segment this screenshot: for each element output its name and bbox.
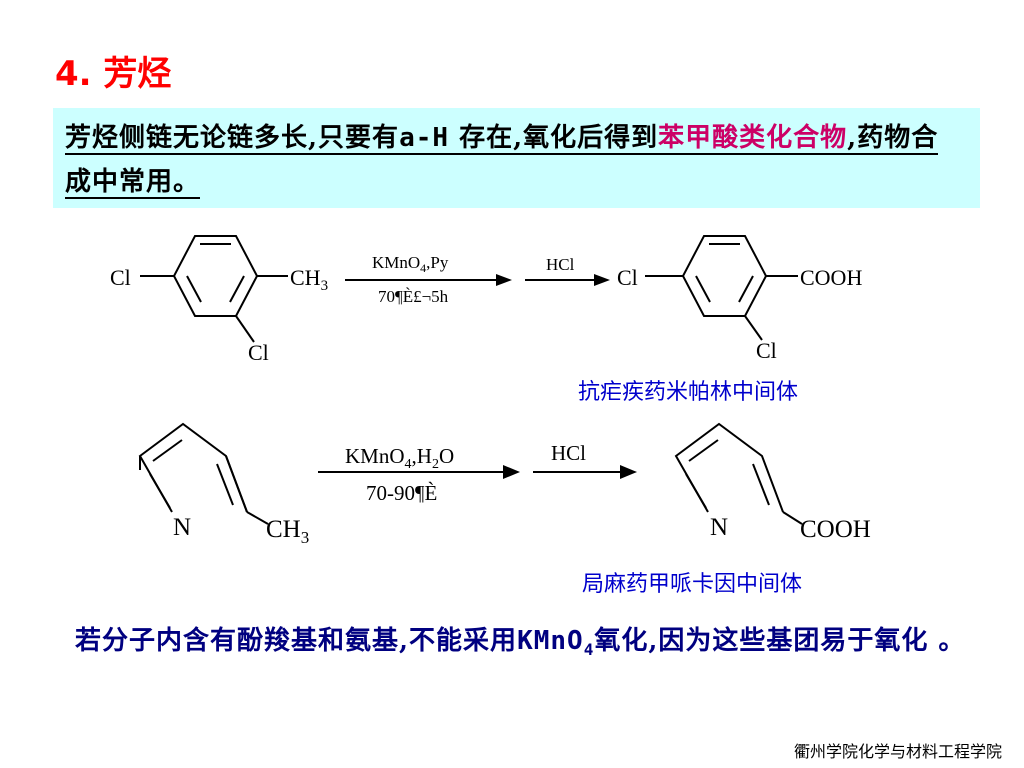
footer-institution: 衢州学院化学与材料工程学院 bbox=[793, 742, 1002, 761]
product1-chloro-bottom: Cl bbox=[756, 338, 777, 363]
product1-chloro-left: Cl bbox=[617, 265, 638, 290]
reaction1-reagent-top: KMnO4,Py bbox=[372, 253, 449, 275]
reactant1-methyl: CH3 bbox=[290, 265, 328, 294]
key-point-part2: 存在,氧化后得到 bbox=[449, 123, 659, 155]
reaction2-acid: HCl bbox=[551, 441, 586, 465]
reaction1-arrow-oxidation bbox=[345, 274, 512, 286]
reaction1-arrow-acid bbox=[525, 274, 610, 286]
reaction2-arrow-oxidation bbox=[318, 465, 520, 479]
reactant1-chloro-bottom: Cl bbox=[248, 340, 269, 365]
product2-nitrogen: N bbox=[710, 514, 728, 541]
product2-carboxyl: COOH bbox=[800, 516, 871, 543]
note-part1: 若分子内含有酚羧基和氨基,不能采用 bbox=[75, 626, 518, 656]
key-point-text: 芳烃侧链无论链多长,只要有a-H 存在,氧化后得到苯甲酸类化合物,药物合成中常用… bbox=[65, 116, 965, 204]
alpha-h-label: a-H bbox=[399, 123, 450, 155]
dichlorotoluene-structure bbox=[140, 235, 288, 343]
product1-carboxyl: COOH bbox=[800, 265, 862, 290]
reaction2-arrow-acid bbox=[533, 465, 637, 479]
reactant2-nitrogen: N bbox=[173, 514, 191, 541]
note-part2: 氧化,因为这些基团易于氧化 。 bbox=[594, 626, 966, 656]
key-point-part1: 芳烃侧链无论链多长,只要有 bbox=[65, 123, 400, 155]
reactant2-methyl: CH3 bbox=[266, 516, 309, 547]
key-point-part3: ,药物合成中常用。 bbox=[65, 123, 939, 199]
benzoic-acid-highlight: 苯甲酸类化合物 bbox=[658, 123, 848, 155]
methylpyridine-structure bbox=[138, 422, 269, 525]
reaction2-reagent-top: KMnO4,H2O bbox=[345, 444, 454, 472]
reaction2-caption: 局麻药甲哌卡因中间体 bbox=[582, 572, 803, 597]
warning-note: 若分子内含有酚羧基和氨基,不能采用KMnO4氧化,因为这些基团易于氧化 。 bbox=[75, 618, 975, 673]
note-formula: KMnO4 bbox=[517, 626, 595, 660]
key-point-box: 芳烃侧链无论链多长,只要有a-H 存在,氧化后得到苯甲酸类化合物,药物合成中常用… bbox=[53, 108, 980, 208]
reaction2-reagent-bottom: 70-90¶È bbox=[366, 481, 437, 505]
section-title: 4. 芳烃 bbox=[55, 54, 172, 94]
reaction1-reagent-bottom: 70¶È£¬5h bbox=[378, 287, 449, 306]
picolinic-acid-structure bbox=[674, 422, 803, 525]
dichlorobenzoic-acid-structure bbox=[645, 235, 798, 341]
reaction1-acid: HCl bbox=[546, 255, 575, 274]
reactant1-chloro-left: Cl bbox=[110, 265, 131, 290]
reaction1-caption: 抗疟疾药米帕林中间体 bbox=[578, 380, 799, 405]
